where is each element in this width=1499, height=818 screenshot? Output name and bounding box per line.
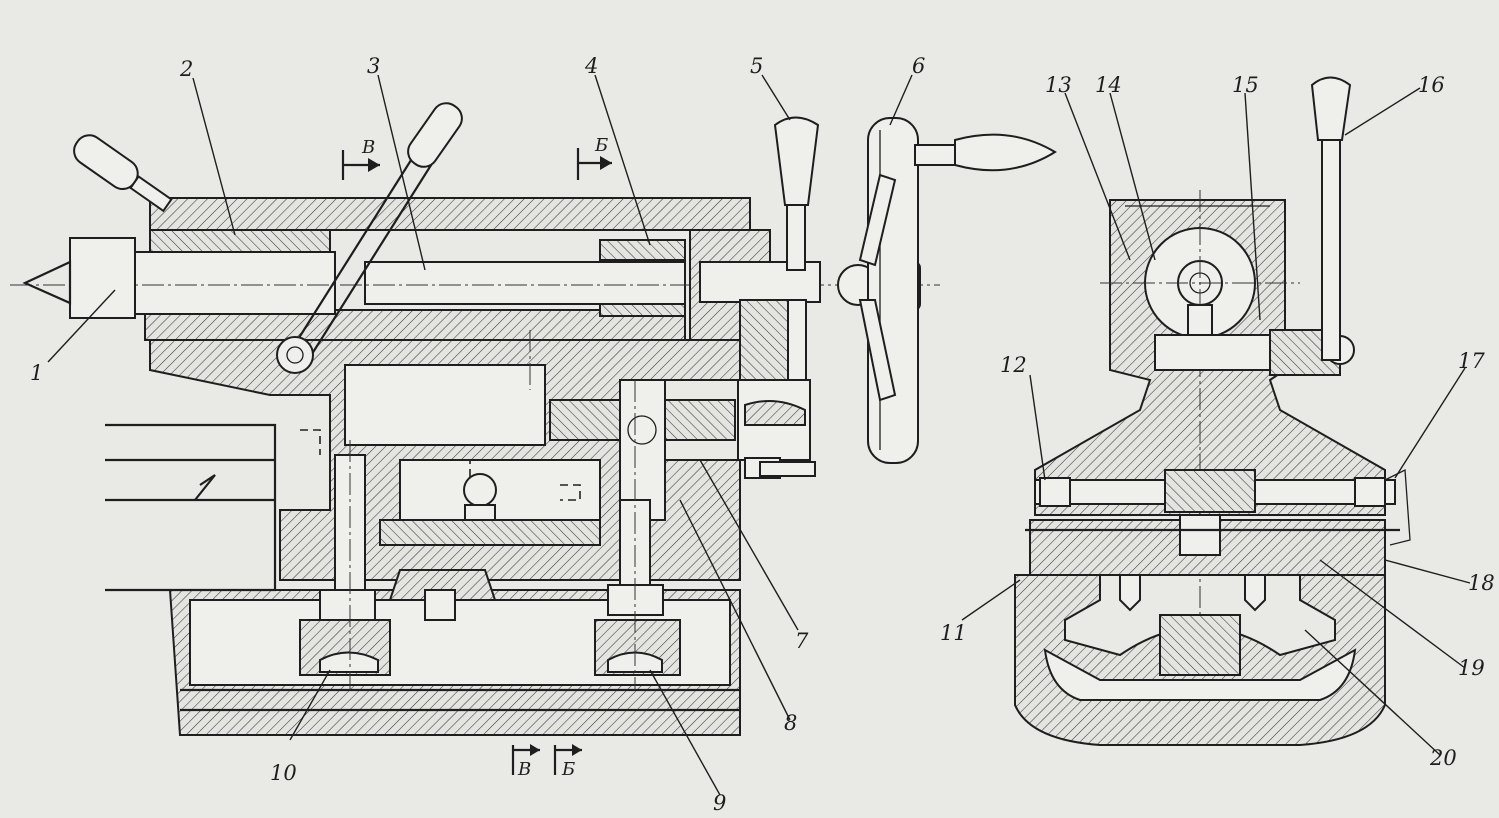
label-7: 7: [795, 629, 809, 653]
handwheel[interactable]: [858, 117, 1057, 464]
sleeve-top-wall: [149, 197, 751, 231]
label-10: 10: [270, 761, 297, 785]
section-mark-bottom: В Б: [511, 744, 582, 780]
label-12: 12: [1000, 353, 1027, 377]
label-17: 17: [1458, 349, 1485, 373]
lower-cavity: [399, 459, 601, 521]
section-mark-v-top: В: [341, 137, 380, 180]
left-longitudinal-section: [10, 102, 1057, 736]
clamp-pin: [463, 473, 497, 507]
screw: [364, 261, 686, 305]
section-label-b-top: Б: [594, 135, 608, 156]
carriage-outline: [105, 423, 277, 592]
part-labels: 1 2 3 4 5 6 7 8 9 10 11 12 13 14 15 16 1…: [30, 54, 1495, 815]
label-4: 4: [584, 54, 598, 78]
label-18: 18: [1468, 571, 1495, 595]
section-label-b-bottom: Б: [561, 759, 575, 780]
sleeve-bottom-wall: [144, 309, 686, 341]
quill-lock-lever[interactable]: [773, 116, 820, 391]
bolt-9: [607, 380, 664, 690]
label-19: 19: [1458, 656, 1485, 680]
label-3: 3: [367, 54, 380, 78]
label-16: 16: [1418, 73, 1445, 97]
section-label-v-bottom: В: [517, 759, 531, 780]
handwheel-grip: [954, 133, 1057, 172]
label-1: 1: [30, 361, 43, 385]
phantom-lever: [276, 102, 463, 374]
label-15: 15: [1232, 73, 1259, 97]
rack: [1159, 614, 1241, 676]
label-14: 14: [1095, 73, 1122, 97]
label-6: 6: [912, 54, 925, 78]
label-11: 11: [940, 621, 967, 645]
central-clamp: [388, 569, 497, 601]
label-20: 20: [1429, 746, 1457, 770]
label-2: 2: [179, 57, 193, 81]
clamp-lever-16[interactable]: [1310, 76, 1352, 361]
eccentric: [619, 379, 666, 521]
label-9: 9: [713, 791, 726, 815]
section-label-v-top: В: [361, 137, 375, 158]
label-5: 5: [750, 54, 763, 78]
nut: [599, 239, 686, 261]
body-cavity: [344, 364, 546, 446]
quill-clamp-handle[interactable]: [69, 130, 176, 218]
section-mark-b-top: Б: [576, 135, 612, 180]
centre-point: [22, 260, 72, 305]
quill: [134, 251, 336, 315]
label-13: 13: [1045, 73, 1072, 97]
centre-shank: [69, 237, 136, 319]
bolt-10: [319, 440, 379, 690]
leader-lines: [47, 74, 1471, 796]
label-8: 8: [784, 711, 797, 735]
right-cross-section: [1014, 76, 1411, 746]
